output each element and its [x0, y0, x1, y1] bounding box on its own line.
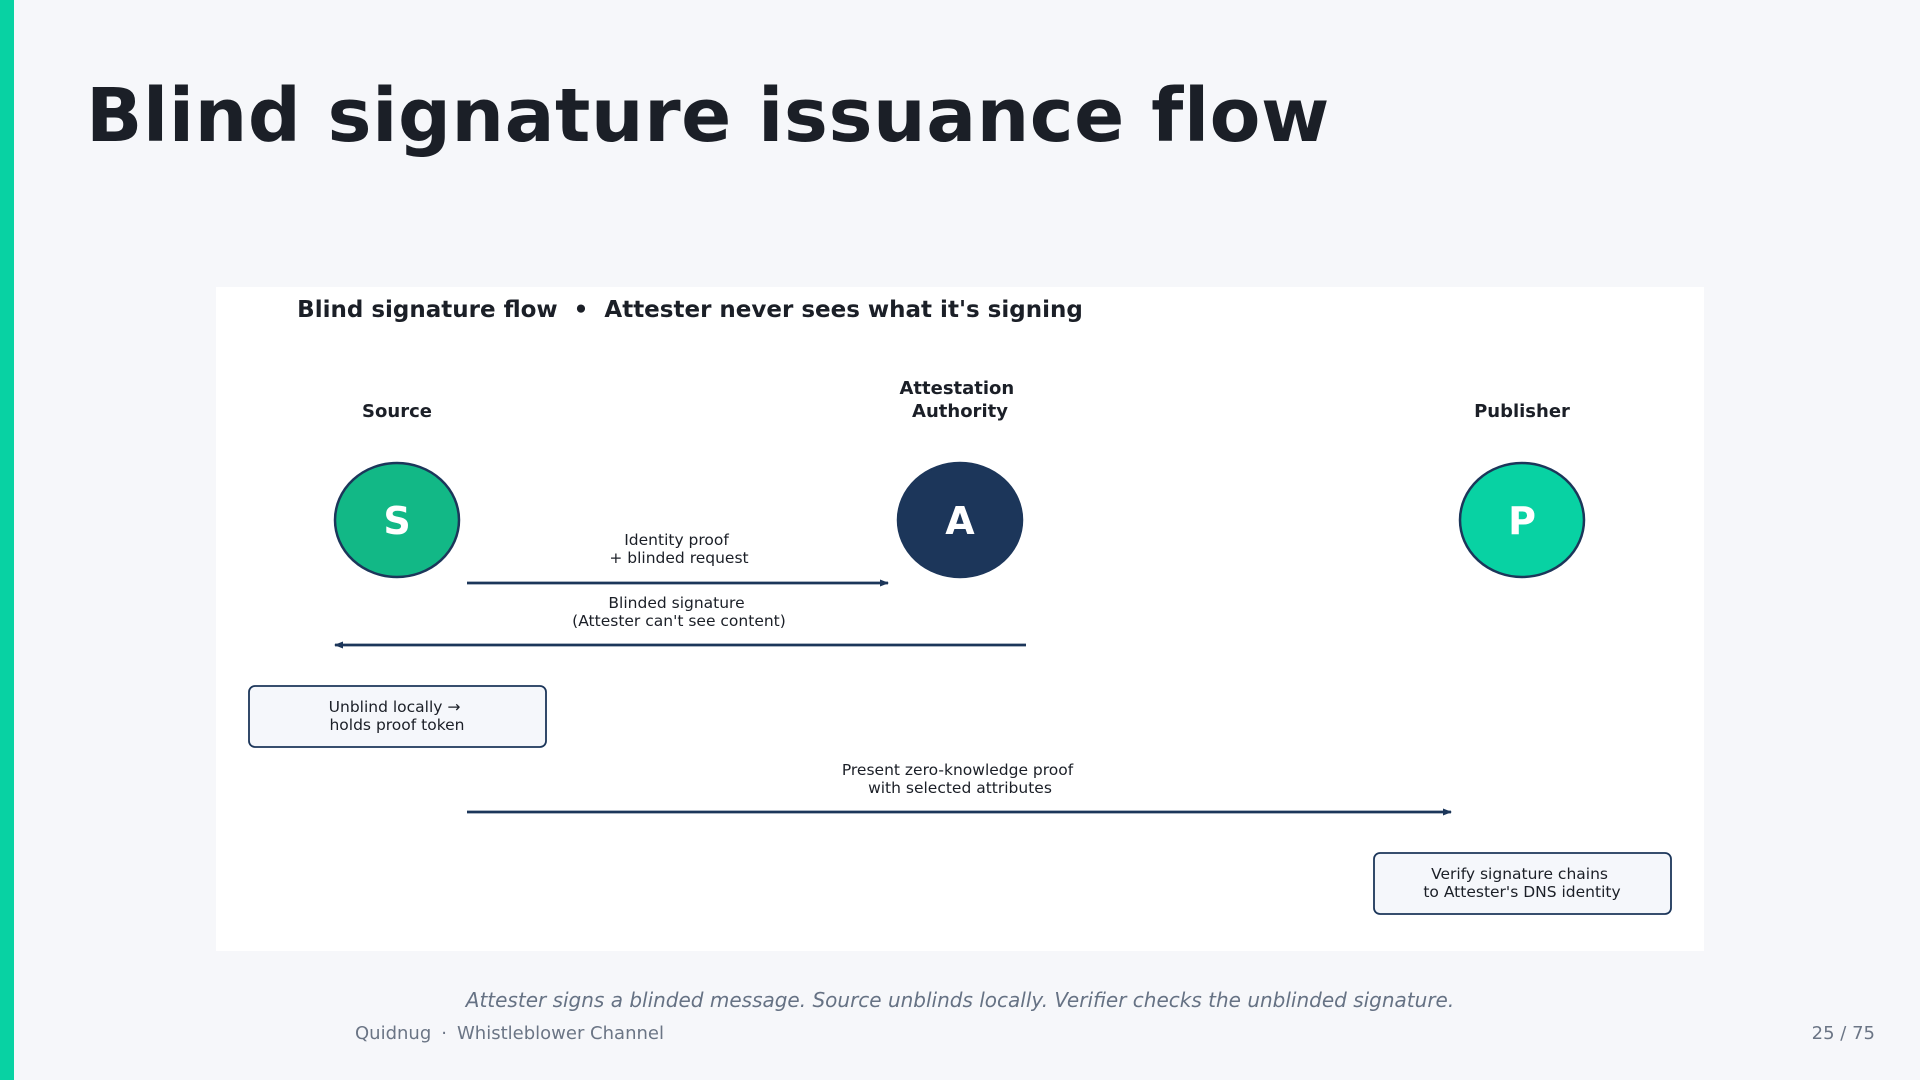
actor-letter-source: S: [383, 499, 410, 543]
footer-section: Whistleblower Channel: [456, 1023, 664, 1044]
note-line: to Attester's DNS identity: [1423, 883, 1620, 901]
note-unblind-locally: Unblind locally → holds proof token: [248, 685, 547, 748]
message-label-line: + blinded request: [609, 549, 748, 567]
note-box-verify: [1373, 852, 1672, 915]
note-box-unblind: [248, 685, 547, 748]
message-label-blinded-signature: Blinded signature (Attester can't see co…: [572, 594, 786, 630]
slide-title: Blind signature issuance flow: [86, 73, 1330, 159]
actor-label-publisher-line: Publisher: [1474, 401, 1570, 422]
note-text-unblind: Unblind locally → holds proof token: [329, 698, 466, 734]
actor-node-publisher: P: [1458, 461, 1586, 579]
actor-circle-attester: [896, 461, 1024, 579]
message-label-line: Present zero-knowledge proof: [842, 761, 1074, 779]
footer-brand-line: Quidnug · Whistleblower Channel: [355, 1023, 664, 1044]
actor-label-attester: Attestation Authority: [899, 378, 1020, 422]
actor-label-attester-line: Attestation: [899, 378, 1014, 399]
actor-label-source-line: Source: [362, 401, 432, 422]
note-verify-signature: Verify signature chains to Attester's DN…: [1373, 852, 1672, 915]
actor-label-attester-line: Authority: [912, 401, 1008, 422]
actor-node-source: S: [333, 461, 461, 579]
message-label-line: with selected attributes: [868, 779, 1052, 797]
actor-label-publisher: Publisher: [1474, 401, 1570, 422]
note-text-verify: Verify signature chains to Attester's DN…: [1423, 865, 1620, 901]
message-label-line: (Attester can't see content): [572, 612, 786, 630]
message-label-identity-proof: Identity proof + blinded request: [609, 531, 748, 567]
note-line: Verify signature chains: [1431, 865, 1608, 883]
message-label-line: Identity proof: [624, 531, 729, 549]
message-label-zk-proof: Present zero-knowledge proof with select…: [842, 761, 1078, 797]
actor-label-source: Source: [362, 401, 432, 422]
footer-brand: Quidnug: [355, 1023, 432, 1044]
actor-letter-publisher: P: [1508, 499, 1536, 543]
actor-circle-publisher: [1458, 461, 1586, 579]
message-label-line: Blinded signature: [608, 594, 744, 612]
diagram-title: Blind signature flow • Attester never se…: [297, 297, 1083, 323]
page-number: 25 / 75: [1811, 1023, 1875, 1044]
diagram-card: Blind signature flow • Attester never se…: [216, 287, 1704, 951]
accent-bar: [0, 0, 14, 1080]
slide-caption: Attester signs a blinded message. Source…: [465, 988, 1455, 1012]
actor-node-attester: A: [896, 461, 1024, 579]
actor-letter-attester: A: [945, 499, 975, 543]
note-line: Unblind locally →: [329, 698, 461, 716]
footer-separator: ·: [441, 1023, 447, 1044]
diagram-svg: Blind signature flow • Attester never se…: [248, 297, 1672, 915]
actor-circle-source: [333, 461, 461, 579]
note-line: holds proof token: [329, 716, 464, 734]
